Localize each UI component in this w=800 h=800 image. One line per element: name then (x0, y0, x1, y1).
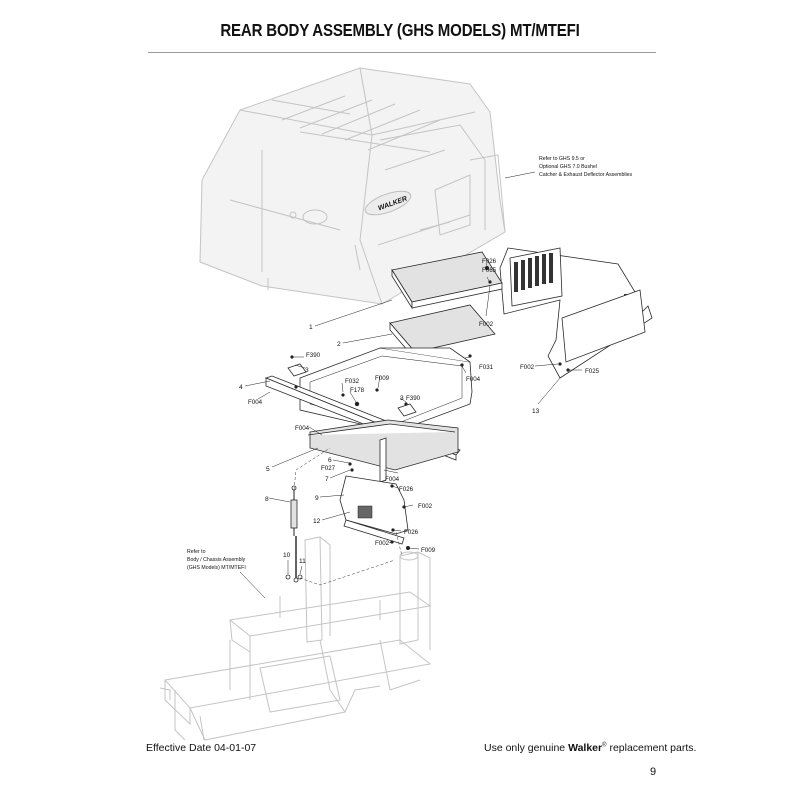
callout-f032: F032 (345, 378, 360, 385)
callout-f025: F025 (585, 368, 600, 375)
svg-text:Optional GHS 7.0 Bushel: Optional GHS 7.0 Bushel (539, 164, 597, 170)
rear-tray-frame (299, 347, 473, 433)
svg-text:Refer to GHS 9.5 or: Refer to GHS 9.5 or (539, 156, 585, 162)
svg-text:(GHS Models) MT/MTEFI: (GHS Models) MT/MTEFI (187, 565, 246, 571)
side-grille-panel (499, 247, 653, 379)
notice-prefix: Use only genuine (484, 742, 566, 754)
page-number: 9 (650, 766, 657, 778)
callout-12: 12 (313, 518, 321, 525)
page-title: REAR BODY ASSEMBLY (GHS MODELS) MT/MTEFI (220, 20, 580, 40)
callout-leaders (239, 171, 582, 599)
note-catcher-reference: Refer to GHS 9.5 or Optional GHS 7.0 Bus… (539, 156, 633, 178)
callout-f004: F004 (385, 476, 400, 483)
callout-4: 4 (239, 384, 243, 391)
callout-13: 13 (532, 408, 540, 415)
callout-1: 1 (309, 324, 313, 331)
callout-8: 8 (265, 496, 269, 503)
title-divider (148, 52, 656, 53)
callout-f031: F031 (479, 364, 494, 371)
catcher-body-ghost (199, 67, 506, 305)
part-8-gas-strut (290, 485, 299, 583)
callout-f065: F065 (482, 267, 497, 274)
callout-f002: F002 (520, 364, 535, 371)
callout-f390: F390 (406, 395, 421, 402)
chassis-ghost (159, 536, 432, 741)
callout-labels: 1 2 3 3 4 5 6 7 8 9 10 11 12 13 F026 F06… (239, 258, 600, 565)
callout-f027: F027 (321, 465, 336, 472)
callout-f004: F004 (466, 376, 481, 383)
callout-f009: F009 (421, 547, 436, 554)
callout-f002: F002 (418, 503, 433, 510)
callout-3a: 3 (305, 367, 309, 374)
callout-f009: F009 (375, 375, 390, 382)
svg-text:Refer to: Refer to (187, 549, 206, 555)
part-9-bracket (339, 475, 409, 535)
callout-f002: F002 (375, 540, 390, 547)
callout-2: 2 (337, 341, 341, 348)
replacement-notice: Use only genuine Walker® replacement par… (484, 742, 696, 754)
callout-f026: F026 (404, 529, 419, 536)
callout-f026: F026 (482, 258, 497, 265)
callout-6: 6 (328, 457, 332, 464)
note-chassis-reference: Refer to Body / Chassis Assembly (GHS Mo… (187, 549, 246, 571)
brand-name: Walker (568, 742, 603, 754)
callout-f002: F002 (479, 321, 494, 328)
callout-3b: 3 (400, 395, 404, 402)
callout-f004: F004 (295, 425, 310, 432)
trademark-symbol: ® (602, 742, 607, 749)
callout-7: 7 (325, 476, 329, 483)
callout-f026: F026 (399, 486, 414, 493)
callout-5: 5 (266, 466, 270, 473)
svg-text:Body / Chassis Assembly: Body / Chassis Assembly (187, 557, 246, 563)
callout-f390: F390 (306, 352, 321, 359)
svg-text:Catcher & Exhaust Deflector As: Catcher & Exhaust Deflector Assemblies (539, 172, 633, 178)
effective-date: Effective Date 04-01-07 (146, 742, 257, 754)
notice-suffix: replacement parts. (609, 742, 697, 754)
callout-11: 11 (299, 558, 306, 565)
callout-f178: F178 (350, 387, 365, 394)
callout-f004: F004 (248, 399, 263, 406)
callout-10: 10 (283, 552, 291, 559)
callout-9: 9 (315, 495, 319, 502)
